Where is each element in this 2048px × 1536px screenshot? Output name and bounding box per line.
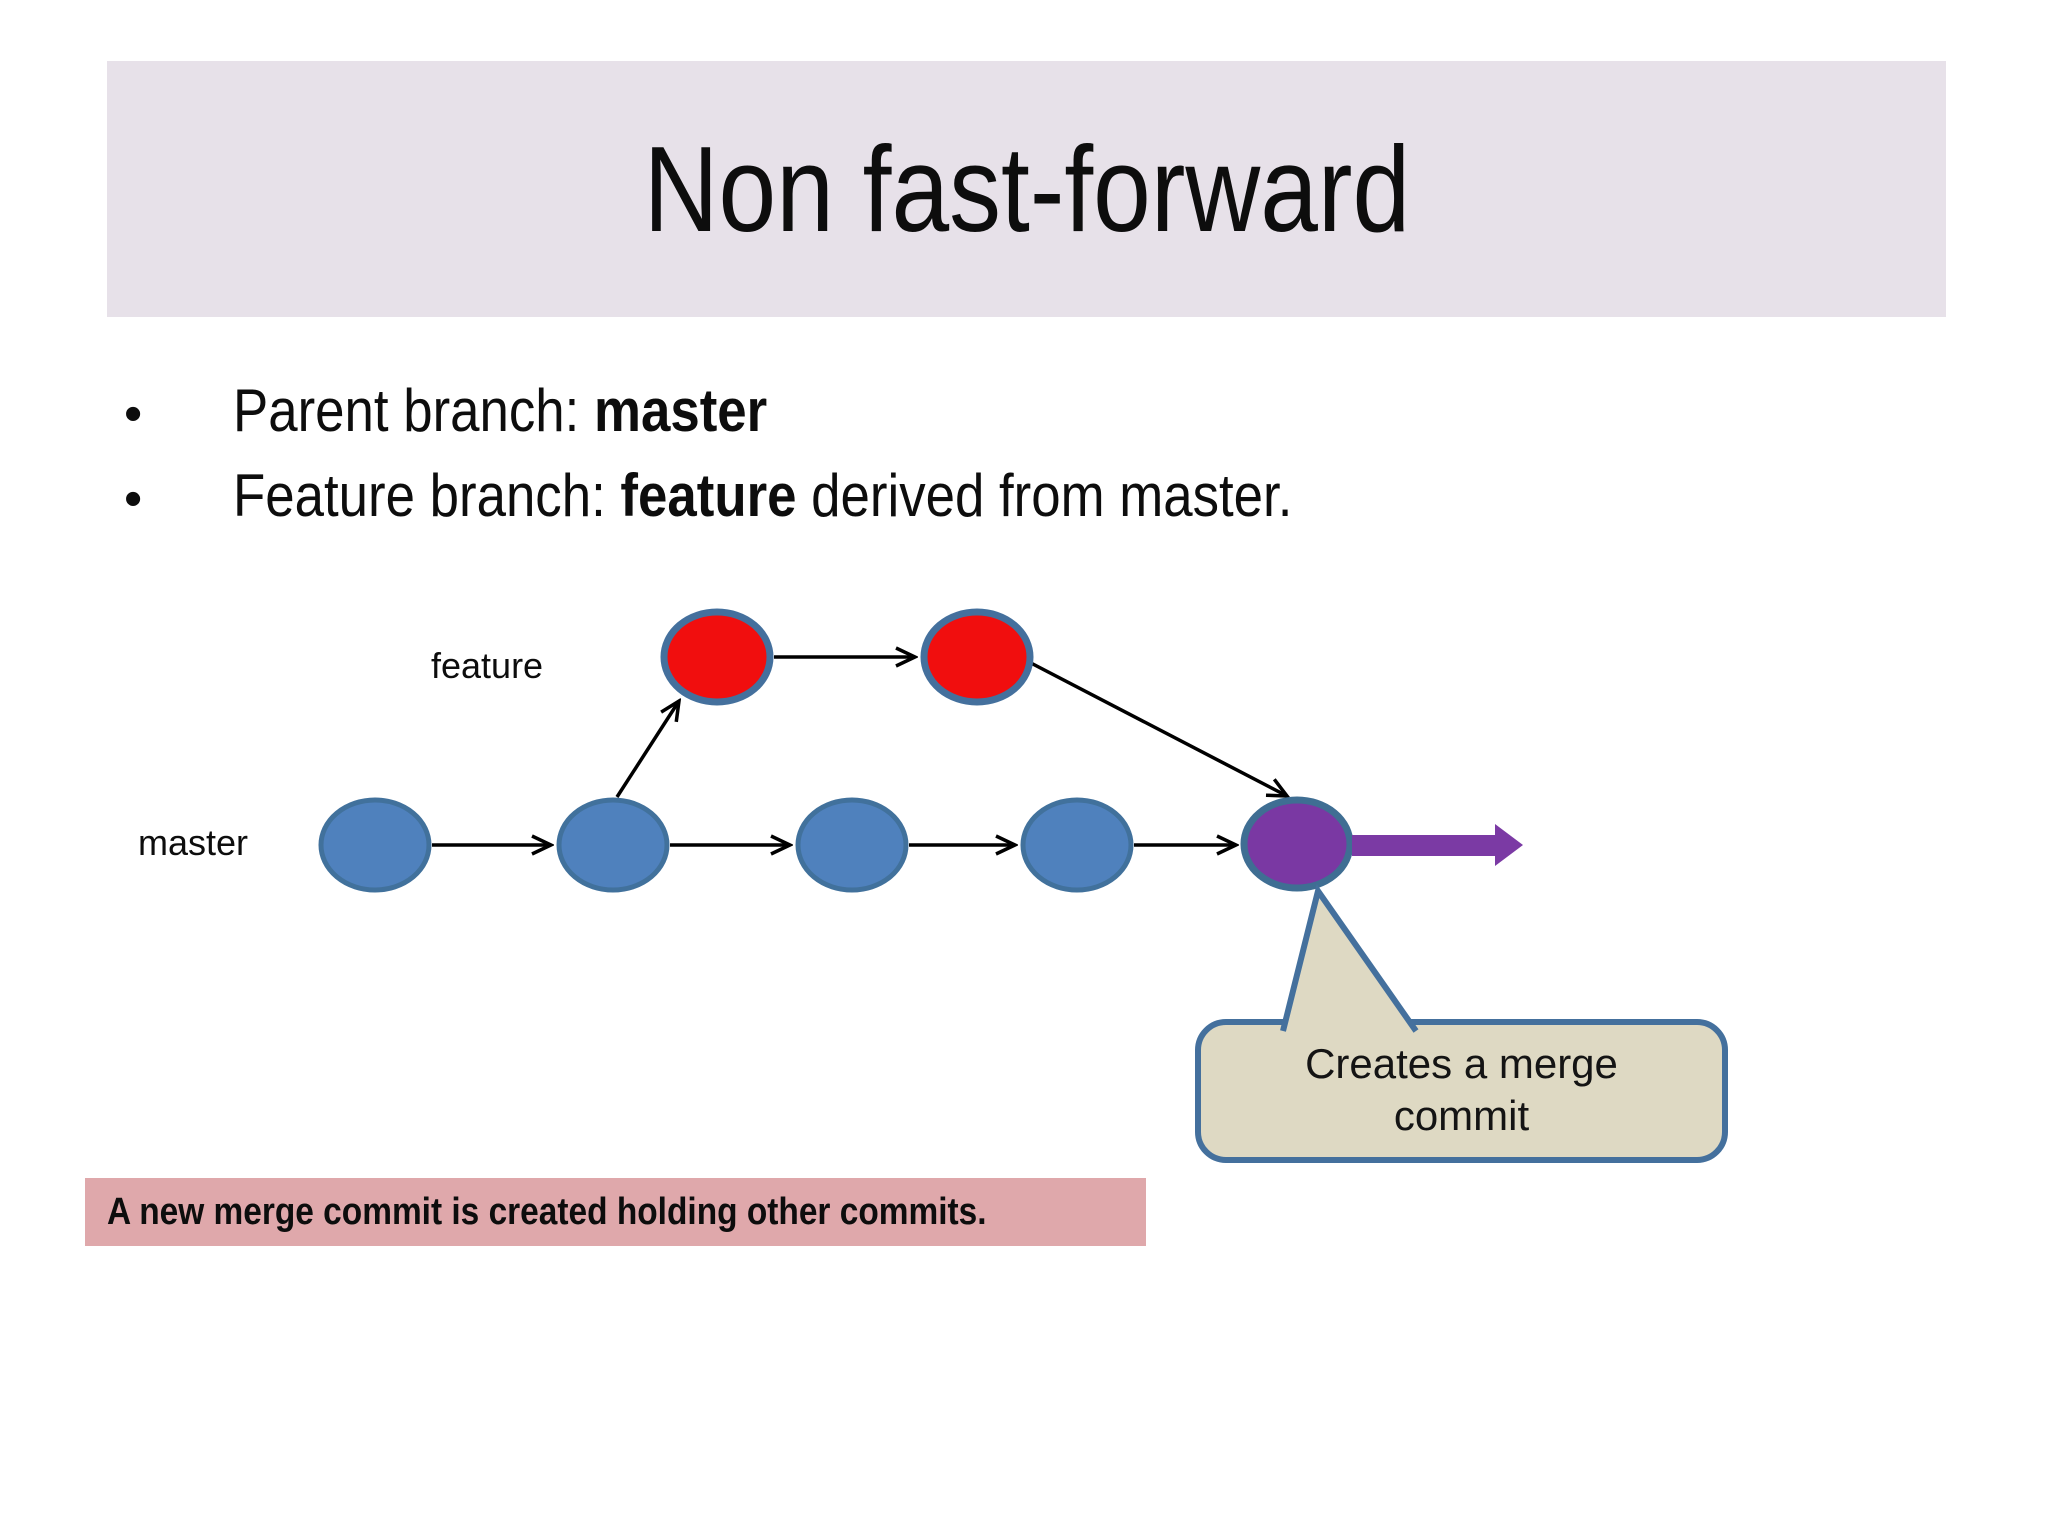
callout-text: Creates a merge commit bbox=[1198, 1038, 1725, 1142]
bullet-marker: • bbox=[124, 470, 143, 528]
master-commit-node bbox=[1020, 797, 1134, 893]
merge-arrow bbox=[1028, 660, 1287, 796]
highlight-note-bar: A new merge commit is created holding ot… bbox=[85, 1178, 1146, 1246]
feature-commit-node bbox=[920, 608, 1034, 706]
callout-line-2: commit bbox=[1393, 1092, 1530, 1139]
bullet-text: Feature branch: feature derived from mas… bbox=[233, 461, 1292, 530]
bullet-bold-term: feature bbox=[620, 462, 797, 529]
title-bar: Non fast-forward bbox=[107, 61, 1946, 317]
bullet-prefix: Parent branch: bbox=[233, 377, 595, 444]
feature-branch-label: feature bbox=[431, 645, 544, 686]
branch-off-arrow bbox=[615, 701, 679, 798]
highlight-note-text: A new merge commit is created holding ot… bbox=[107, 1190, 987, 1233]
callout-line-1: Creates a merge bbox=[1305, 1040, 1618, 1087]
bullet-item-feature-branch: • Feature branch: feature derived from m… bbox=[124, 461, 1437, 530]
bullet-prefix: Feature branch: bbox=[233, 462, 621, 529]
master-continues-arrow bbox=[1352, 824, 1523, 866]
bullet-item-parent-branch: • Parent branch: master bbox=[124, 376, 840, 445]
master-commit-node bbox=[556, 797, 670, 893]
master-commit-node bbox=[318, 797, 432, 893]
feature-commit-node bbox=[660, 608, 774, 706]
page-title: Non fast-forward bbox=[643, 121, 1410, 257]
merge-commit-node bbox=[1240, 796, 1354, 892]
master-commit-node bbox=[795, 797, 909, 893]
bullet-marker: • bbox=[124, 385, 143, 443]
bullet-text: Parent branch: master bbox=[233, 376, 767, 445]
commit-connectors bbox=[432, 657, 1287, 845]
bullet-bold-term: master bbox=[594, 377, 768, 444]
callout-pointer bbox=[1280, 883, 1419, 1033]
callout-bubble bbox=[1195, 1019, 1728, 1163]
master-branch-label: master bbox=[138, 822, 249, 863]
bullet-suffix: derived from master. bbox=[796, 462, 1293, 529]
